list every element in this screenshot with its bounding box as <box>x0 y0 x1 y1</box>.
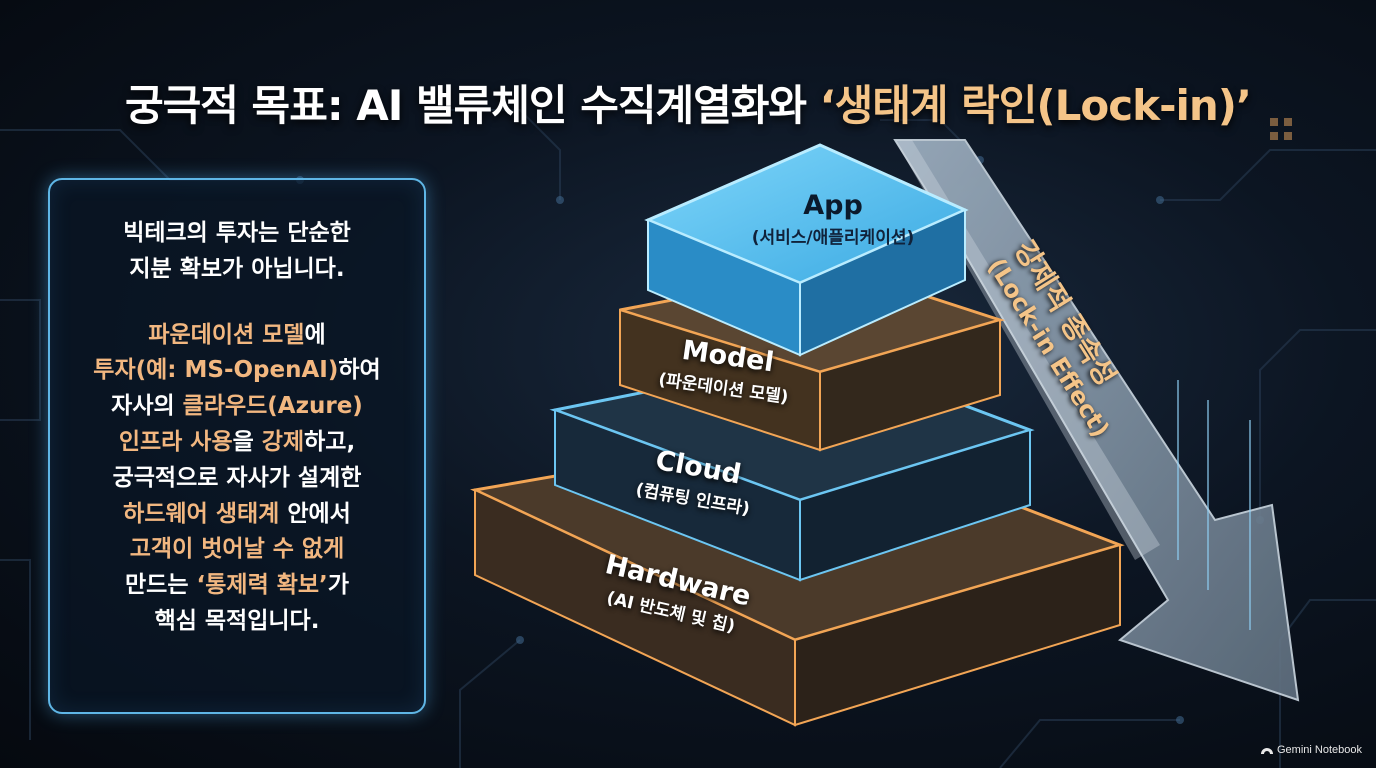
panel-line-6: 인프라 사용을 강제하고, <box>50 425 424 461</box>
text-segment: 에 <box>304 321 326 348</box>
text-segment: 가 <box>327 572 349 599</box>
title-highlight: ‘생태계 락인(Lock-in)’ <box>819 81 1252 131</box>
text-segment: 하여 <box>338 357 381 384</box>
panel-intro-line-1: 빅테크의 투자는 단순한 <box>123 220 351 246</box>
text-segment: 자사의 <box>111 393 183 420</box>
page-title: 궁극적 목표: AI 밸류체인 수직계열화와 ‘생태계 락인(Lock-in)’ <box>0 72 1376 133</box>
panel-text: 빅테크의 투자는 단순한 지분 확보가 아닙니다. 파운데이션 모델에 투자(예… <box>50 216 424 640</box>
watermark: Gemini Notebook <box>1261 744 1362 756</box>
gemini-notebook-icon <box>1261 748 1273 754</box>
app-layer <box>644 143 969 357</box>
highlight-gangje: 강제 <box>261 428 305 455</box>
panel-line-7: 궁극적으로 자사가 설계한 <box>112 464 362 491</box>
title-main: 궁극적 목표: AI 밸류체인 수직계열화와 <box>125 81 820 131</box>
highlight-cloud: 클라우드(Azure) <box>182 393 363 420</box>
highlight-control: ‘통제력 확보’ <box>196 572 328 599</box>
panel-line-4: 투자(예: MS-OpenAI)하여 <box>50 353 424 389</box>
layer-label-app: App (서비스/애플리케이션) <box>733 190 933 248</box>
panel-line-3: 파운데이션 모델에 <box>50 318 424 354</box>
panel-line-8: 하드웨어 생태계 안에서 <box>50 497 424 533</box>
explanation-panel: 빅테크의 투자는 단순한 지분 확보가 아닙니다. 파운데이션 모델에 투자(예… <box>48 178 426 714</box>
panel-line-11: 핵심 목적입니다. <box>154 607 320 634</box>
text-segment: 하고, <box>304 428 356 455</box>
panel-line-5: 자사의 클라우드(Azure) <box>50 389 424 425</box>
app-sub: (서비스/애플리케이션) <box>751 228 915 248</box>
text-segment: 안에서 <box>279 500 351 527</box>
highlight-foundation-model: 파운데이션 모델 <box>148 321 305 348</box>
watermark-text: Gemini Notebook <box>1277 744 1362 756</box>
highlight-hw-ecosystem: 하드웨어 생태계 <box>123 500 280 527</box>
app-name: App <box>803 190 863 221</box>
text-segment: 만드는 <box>125 572 197 599</box>
text-segment: 을 <box>232 428 262 455</box>
highlight-infra-use: 인프라 사용 <box>118 428 233 455</box>
highlight-investment: 투자(예: MS-OpenAI) <box>93 357 339 384</box>
panel-line-10: 만드는 ‘통제력 확보’가 <box>50 568 424 604</box>
panel-intro-line-2: 지분 확보가 아닙니다. <box>129 255 345 282</box>
panel-line-9: 고객이 벗어날 수 없게 <box>129 536 345 563</box>
